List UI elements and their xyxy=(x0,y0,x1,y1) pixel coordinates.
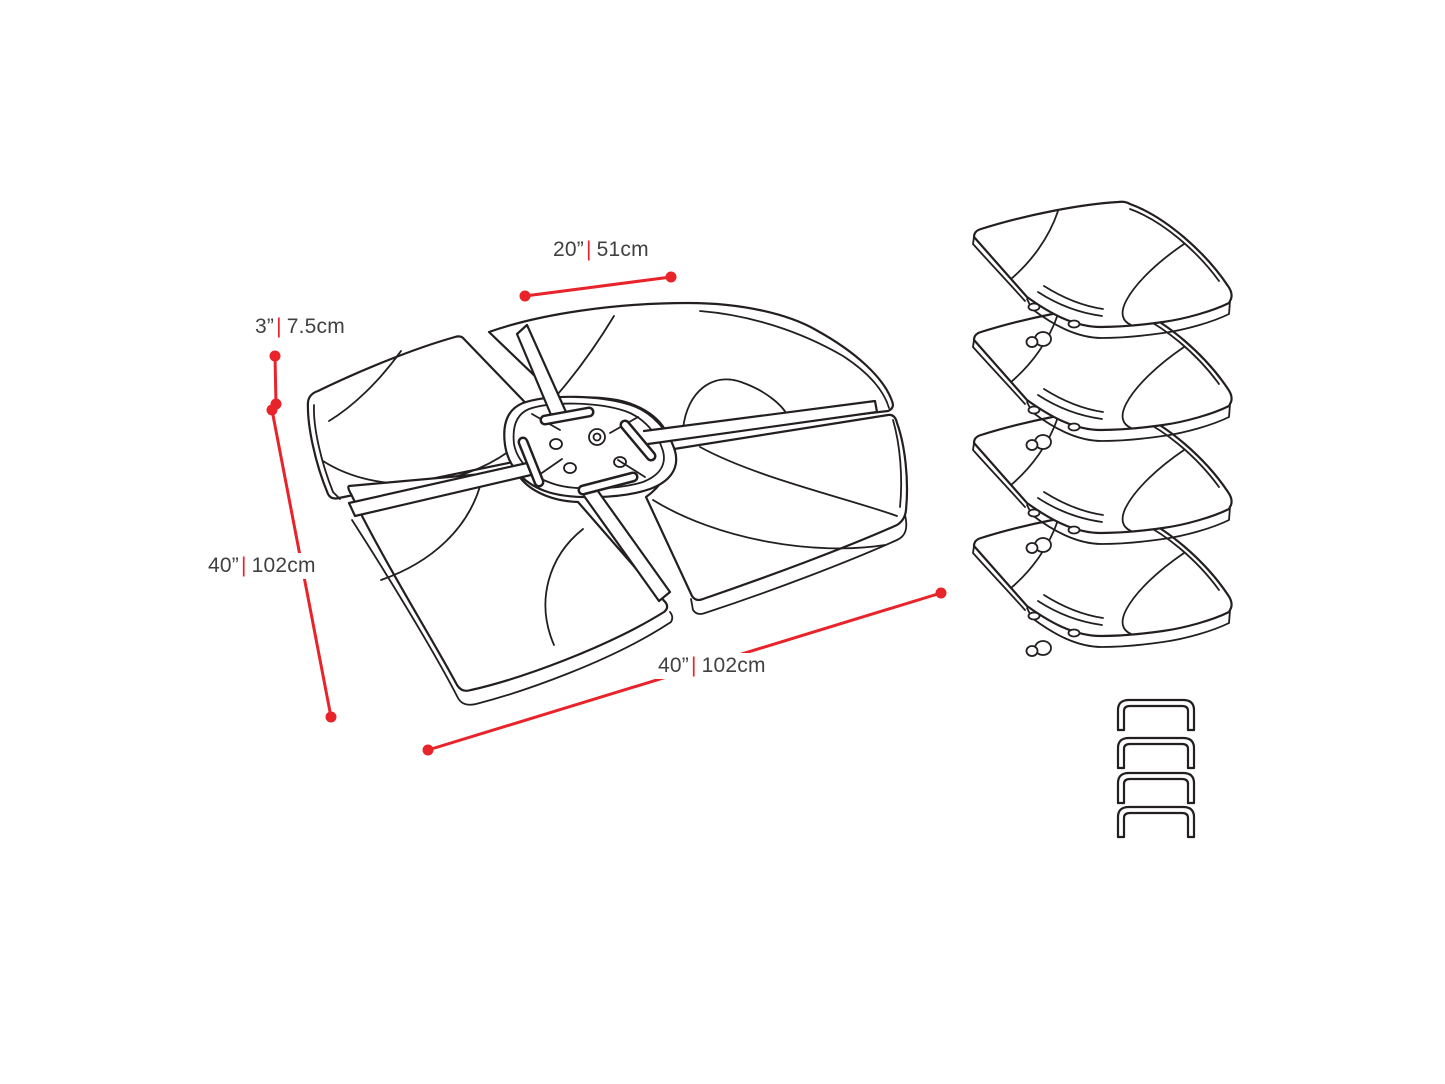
dimension-line-top-width xyxy=(519,271,677,302)
dimension-value-imperial: 40” xyxy=(208,554,239,577)
u-clip-1 xyxy=(1116,698,1196,732)
dimension-label-bottom-side: 40”|102cm xyxy=(654,653,770,679)
dimension-value-metric: 102cm xyxy=(701,654,766,677)
u-clips-illustration xyxy=(1116,698,1196,839)
u-clip-2 xyxy=(1116,736,1196,770)
dimension-value-metric: 7.5cm xyxy=(286,315,345,338)
dimension-divider: | xyxy=(240,554,247,577)
dimension-label-top-width: 20”|51cm xyxy=(549,237,653,263)
pin-north xyxy=(539,406,595,426)
dimension-divider: | xyxy=(585,238,592,261)
pin-east xyxy=(619,419,657,462)
pin-south xyxy=(577,471,639,496)
u-clip-4 xyxy=(1116,805,1196,839)
dimension-value-metric: 51cm xyxy=(596,238,649,261)
connector-arm-east xyxy=(642,399,879,446)
connector-arms xyxy=(347,323,879,603)
stacked-plates-illustration xyxy=(971,200,1233,658)
dimension-value-imperial: 3” xyxy=(255,315,275,338)
dimension-value-metric: 102cm xyxy=(251,554,316,577)
dimension-line-thickness xyxy=(269,350,282,410)
connector-arm-west xyxy=(347,461,533,518)
dimension-divider: | xyxy=(276,315,282,338)
u-clip-3 xyxy=(1116,771,1196,805)
connector-pins xyxy=(517,406,657,496)
dimension-value-imperial: 40” xyxy=(658,654,689,677)
dimension-label-thickness: 3”|7.5cm xyxy=(251,314,349,340)
dimension-label-left-side: 40”|102cm xyxy=(204,553,320,579)
assembly-illustration xyxy=(306,301,909,706)
pin-west xyxy=(517,436,545,488)
plate-bottom-right xyxy=(644,413,909,615)
dimension-value-imperial: 20” xyxy=(553,238,584,261)
connector-arm-north xyxy=(515,323,568,424)
dimension-divider: | xyxy=(690,654,697,677)
connector-arm-south xyxy=(582,485,672,603)
